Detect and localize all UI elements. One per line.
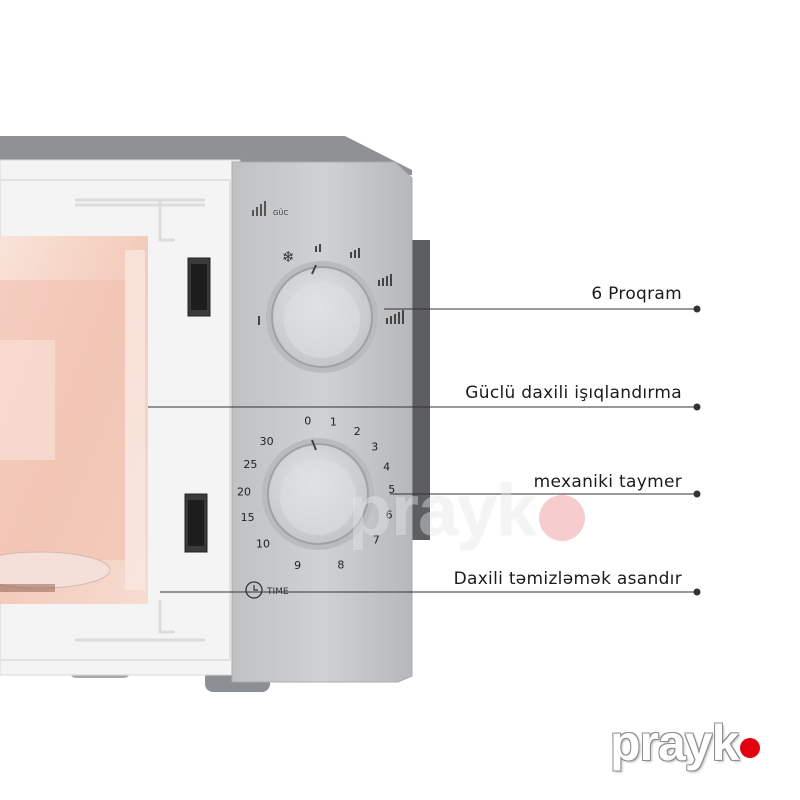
timer-number: 2 [354,425,361,438]
snowflake-icon: ❄ [282,248,295,266]
timer-number: 20 [237,485,251,498]
power-knob-grip [284,282,360,358]
timer-number: 15 [241,511,255,524]
timer-number: 1 [330,416,337,429]
timer-number: 3 [371,440,378,453]
timer-knob-grip [280,459,356,535]
brand-logo-text: prayk [610,715,739,771]
door-latch [191,264,207,310]
door-emboss [75,198,205,242]
door-emboss [75,600,205,642]
callout-timer: mexaniki taymer [533,472,682,492]
clock-icon [245,581,263,599]
timer-number: 8 [337,558,344,571]
power-knob-pointer [311,264,317,275]
brand-watermark-text: prayk [348,471,536,551]
timer-number: 4 [383,460,390,473]
callout-lines [148,308,697,593]
timer-number: 30 [260,435,274,448]
interior-vent [0,340,55,460]
brand-watermark-dot [539,495,586,541]
power-signal-icon [252,201,266,216]
timer-number: 6 [386,508,393,521]
door-inner-border [0,179,231,661]
brand-logo: prayk [610,714,761,772]
brand-watermark: prayk [348,470,586,552]
power-label: GÜC [273,208,289,217]
timer-number: 10 [256,538,270,551]
timer-number: 25 [243,458,257,471]
brand-logo-dot [740,738,761,758]
power-level-marks [258,244,404,325]
clock-icon-hands [253,585,258,591]
timer-number: 9 [294,559,301,572]
timer-number: 0 [304,415,311,428]
control-panel [231,161,413,683]
timer-number: 7 [373,534,380,547]
callout-programs: 6 Proqram [591,284,682,304]
door-latch [188,500,204,546]
window-edge [125,250,145,590]
callout-dots [693,305,701,596]
callout-cleaning: Daxili təmizləmək asandır [453,569,682,589]
timer-knob-pointer [311,439,317,451]
callout-lighting: Güclü daxili işıqlandırma [465,383,682,403]
turntable-ring [0,584,55,592]
timer-number: 5 [388,483,395,496]
